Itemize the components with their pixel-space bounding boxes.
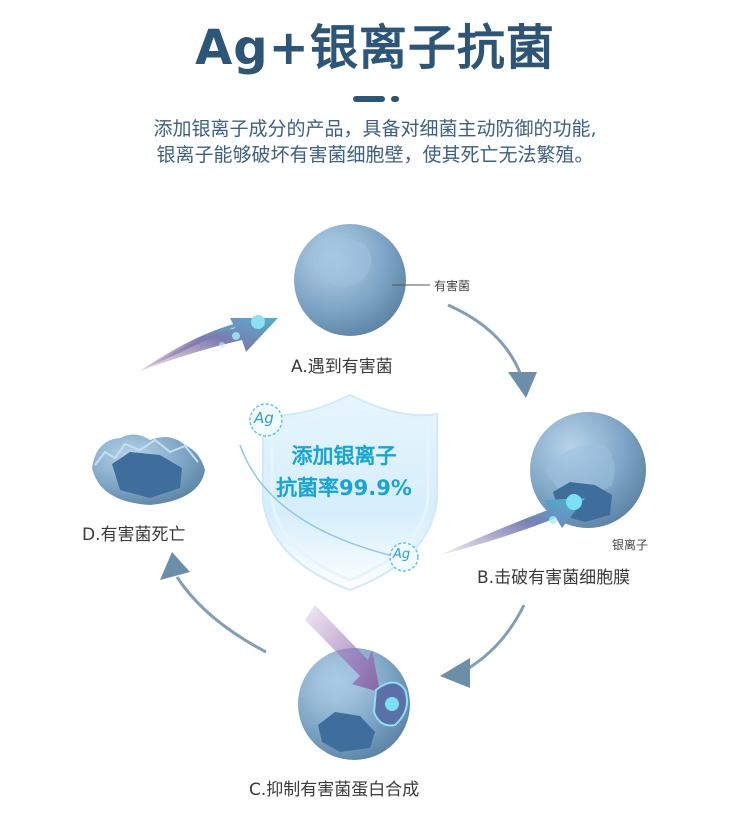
cycle-arrow-c-to-d — [160, 552, 266, 652]
shield-text-line-2: 抗菌率99.9% — [264, 472, 424, 504]
cycle-arrow-d-to-a — [138, 315, 278, 372]
step-b-label: B.击破有害菌细胞膜 — [477, 563, 630, 588]
bacteria-sphere-b — [440, 412, 646, 555]
bacteria-sphere-c — [298, 605, 410, 760]
shield-text-line-1: 添加银离子 — [264, 440, 424, 472]
step-d-label: D.有害菌死亡 — [82, 520, 186, 545]
ag-badge-top-text: Ag — [254, 409, 274, 427]
ag-badge-bottom-text: Ag — [393, 547, 410, 562]
step-a-label: A.遇到有害菌 — [291, 352, 393, 377]
dead-bacteria-d — [92, 434, 205, 505]
cycle-arrow-b-to-c — [440, 605, 524, 688]
step-c-label: C.抑制有害菌蛋白合成 — [249, 775, 419, 800]
callout-silver-ion: 银离子 — [612, 536, 648, 553]
cycle-arrow-a-to-b — [448, 305, 537, 398]
bacteria-sphere-a — [294, 224, 430, 336]
callout-bacteria: 有害菌 — [434, 277, 470, 294]
